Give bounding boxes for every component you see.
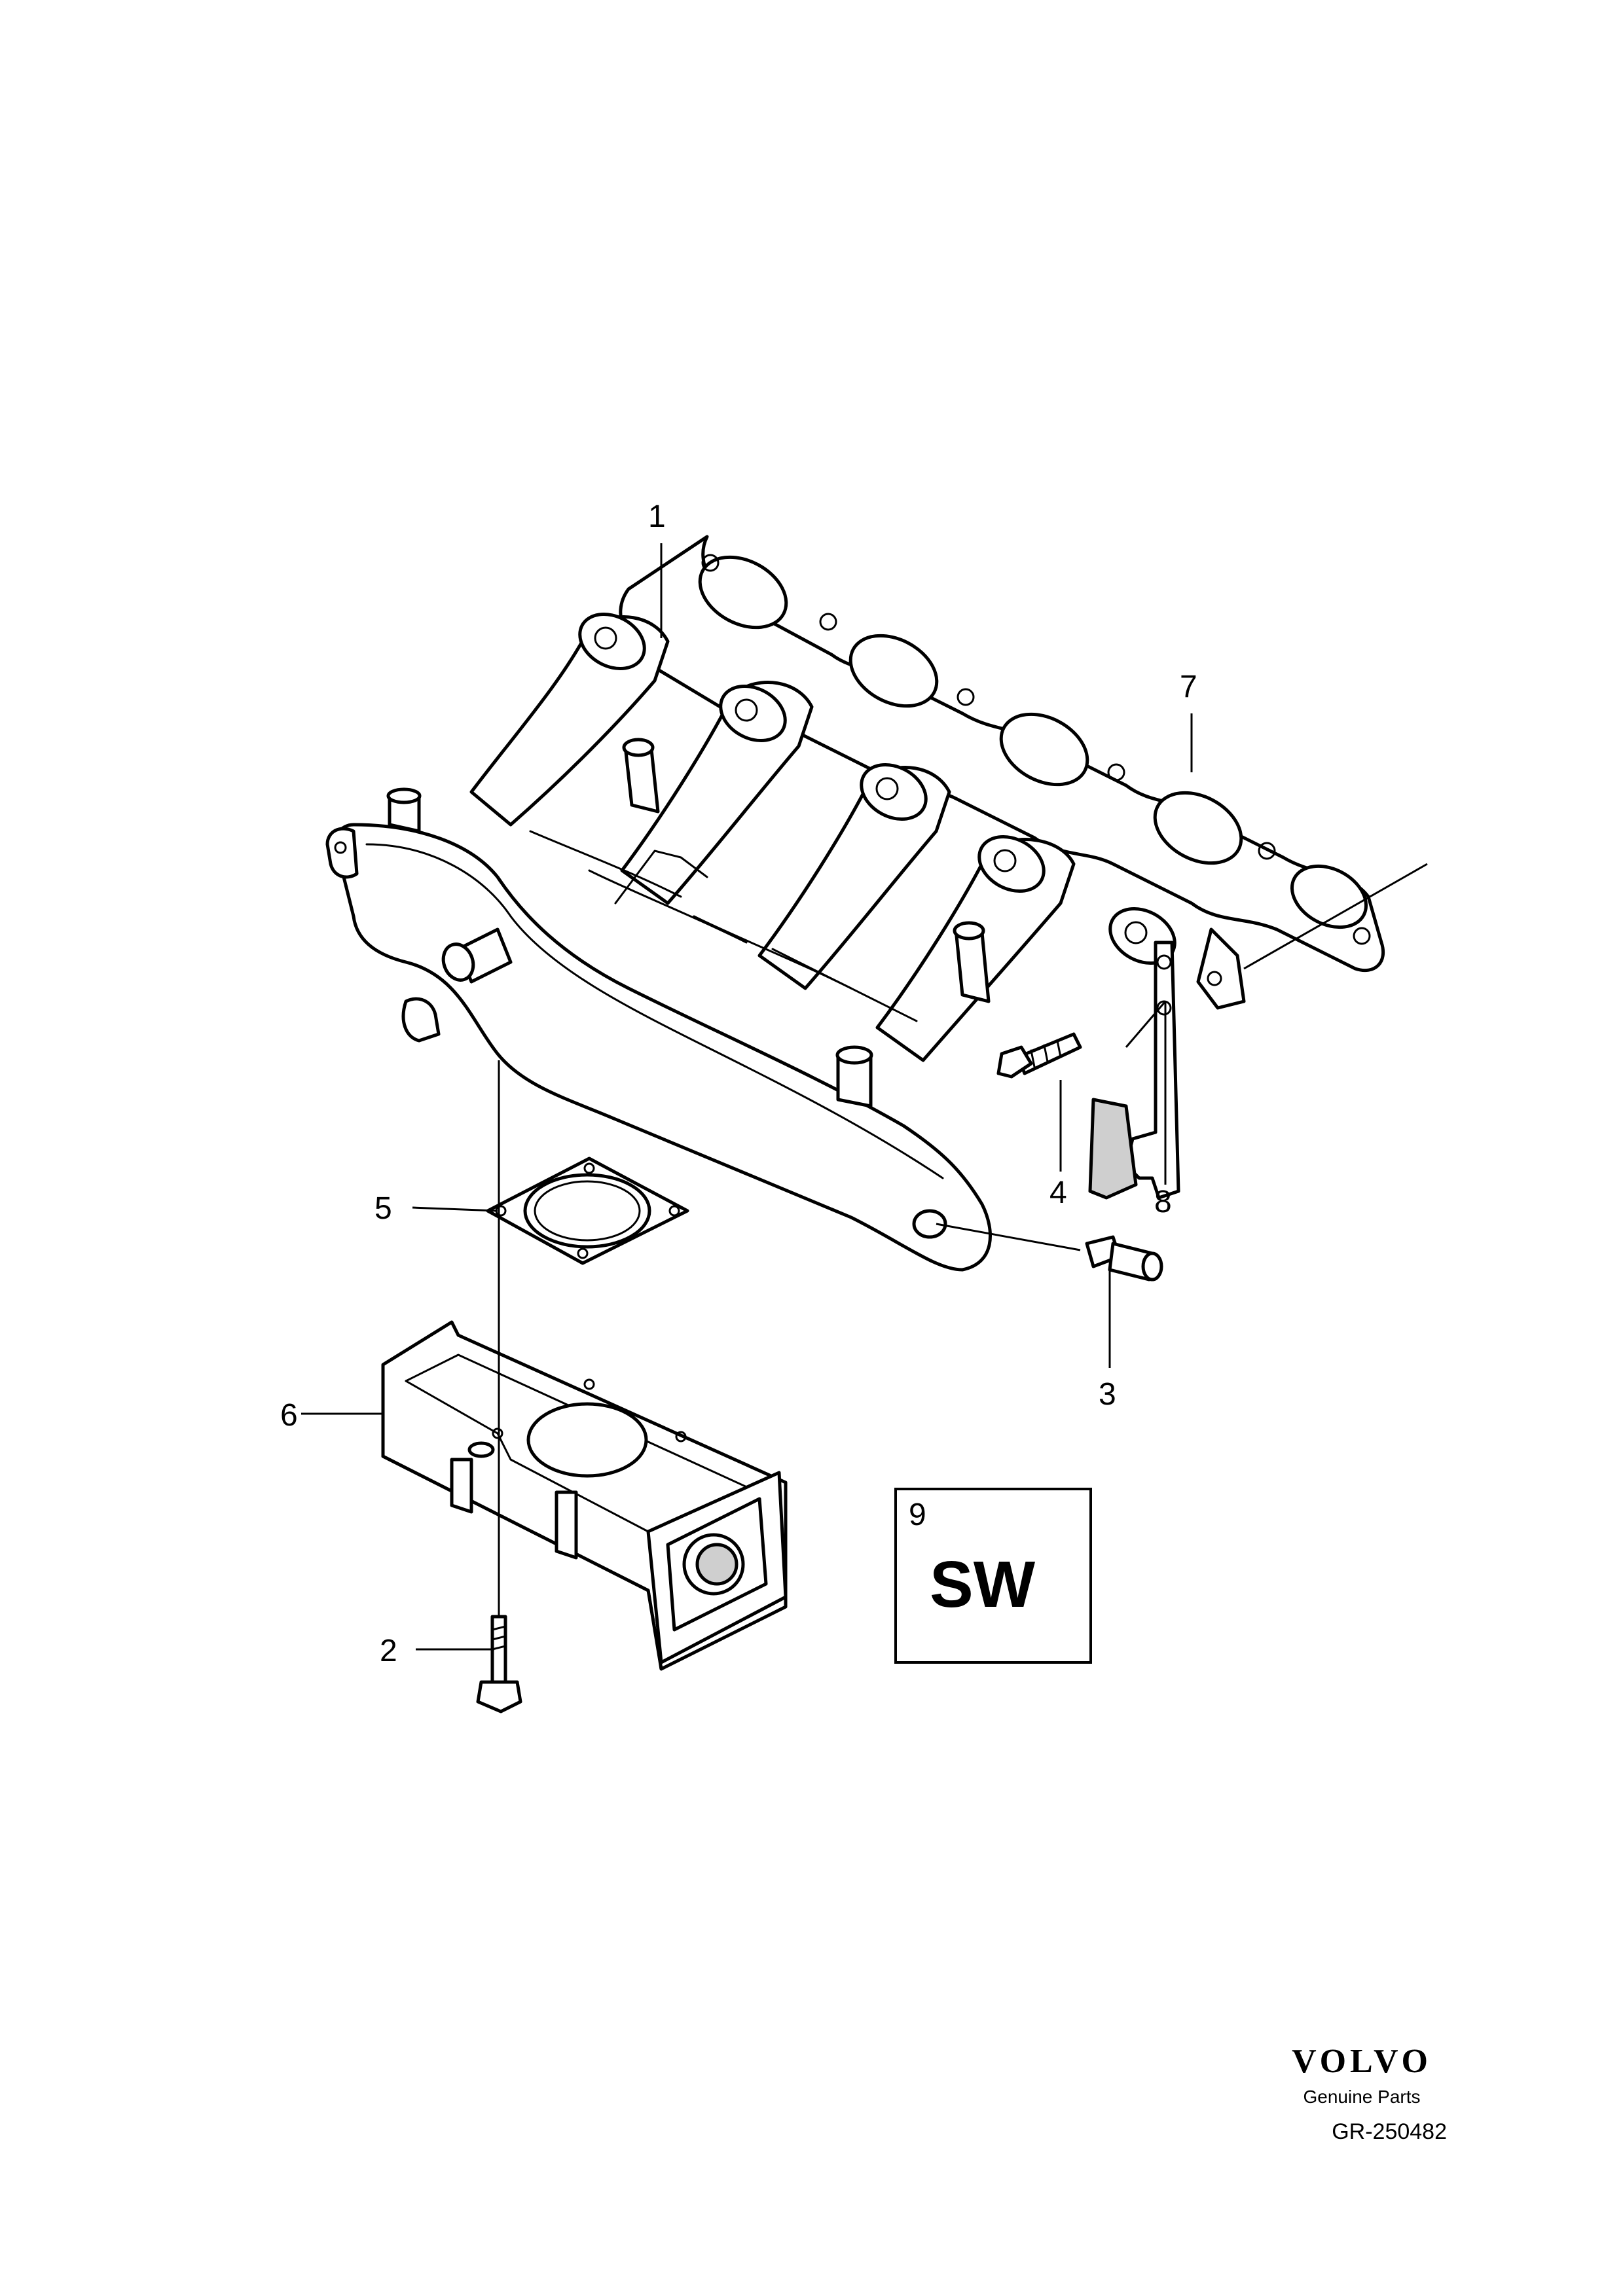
throttle-gasket-icon — [486, 1157, 689, 1265]
leader-lines — [301, 543, 1428, 1651]
callout-4: 4 — [1049, 1175, 1067, 1210]
intake-manifold-icon — [325, 613, 1246, 1272]
sw-box: 9 SW — [894, 1488, 1092, 1664]
throttle-body-icon — [381, 1320, 788, 1671]
callout-5: 5 — [374, 1191, 392, 1226]
stud-icon — [1085, 1235, 1163, 1282]
sw-box-text: SW — [930, 1548, 1036, 1621]
diagram-reference: GR-250482 — [1332, 2119, 1447, 2144]
bolt-icon — [476, 1615, 522, 1713]
callout-8: 8 — [1154, 1185, 1172, 1219]
callout-6: 6 — [280, 1398, 298, 1433]
sw-box-number: 9 — [909, 1498, 926, 1532]
brand-tagline: Genuine Parts — [1303, 2087, 1421, 2107]
callout-2: 2 — [380, 1634, 397, 1668]
volvo-logo: VOLVO — [1292, 2043, 1432, 2080]
callout-7: 7 — [1180, 670, 1197, 704]
callout-1: 1 — [648, 499, 666, 534]
bolt-icon — [996, 1032, 1082, 1079]
manifold-gasket-icon — [619, 535, 1385, 973]
callout-3: 3 — [1099, 1377, 1116, 1412]
